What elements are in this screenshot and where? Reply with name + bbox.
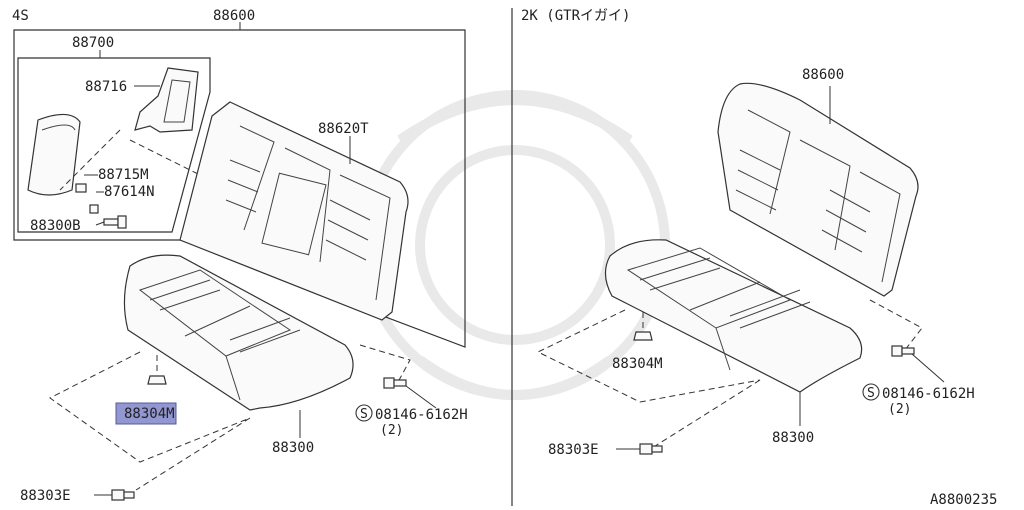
mount-guide-left — [49, 344, 411, 491]
mount-guide-right — [536, 299, 923, 449]
bolt-08146-6162H-right — [891, 345, 915, 357]
callout-bolt-qty-left: (2) — [380, 423, 403, 438]
clip-88304M-right — [633, 312, 653, 341]
callout-88304M[interactable]: 88304M — [124, 406, 175, 422]
bolt-symbol-right — [862, 383, 880, 401]
bolt-08146-6162H-left — [383, 377, 407, 389]
callout-88304M-right: 88304M — [612, 356, 663, 372]
bolt-88303E-right — [639, 443, 663, 455]
callout-bolt-qty-right: (2) — [888, 402, 911, 417]
bolt-88303E-left — [111, 489, 135, 501]
highlight-88304M[interactable] — [115, 402, 177, 425]
figure-id: A8800235 — [930, 492, 997, 508]
callout-87614N: 87614N — [104, 184, 155, 200]
armrest-pad — [27, 113, 81, 196]
watermark-emblem — [360, 90, 670, 400]
leader-88300B — [95, 221, 105, 226]
bolt-88300B — [103, 215, 127, 229]
callout-88300: 88300 — [272, 440, 314, 456]
callout-88600-right: 88600 — [802, 67, 844, 83]
callout-88303E-right: 88303E — [548, 442, 599, 458]
callout-88303E-left: 88303E — [20, 488, 71, 504]
seat-back-88600-right — [717, 82, 919, 297]
bolt-symbol-letter-right: S — [867, 386, 875, 401]
seat-cushion-88300 — [123, 254, 354, 411]
callout-88620T: 88620T — [318, 121, 369, 137]
leader-bolt-left — [405, 385, 437, 409]
clip-88304M — [147, 355, 167, 385]
leader-bolt-right — [911, 353, 945, 383]
assembly-frame-88700 — [17, 57, 211, 233]
callout-88600: 88600 — [213, 8, 255, 24]
callout-88300-right: 88300 — [772, 430, 814, 446]
callout-bolt-left: 08146-6162H — [375, 407, 468, 423]
callout-88300B: 88300B — [30, 218, 81, 234]
seat-cushion-88300-right — [604, 239, 863, 393]
callout-88700: 88700 — [72, 35, 114, 51]
clip-87614N — [89, 204, 99, 214]
seat-back-88620T — [179, 101, 409, 321]
variant-label-left: 4S — [12, 8, 29, 24]
bolt-symbol-left — [355, 404, 373, 422]
armrest-frame-88716 — [134, 67, 199, 133]
variant-label-right: 2K (GTRイガイ) — [521, 8, 630, 24]
callout-88716: 88716 — [85, 79, 127, 95]
callout-88715M: 88715M — [98, 167, 149, 183]
hinge-88715M — [75, 183, 87, 193]
callout-bolt-right: 08146-6162H — [882, 386, 975, 402]
bolt-symbol-letter-left: S — [360, 407, 368, 422]
